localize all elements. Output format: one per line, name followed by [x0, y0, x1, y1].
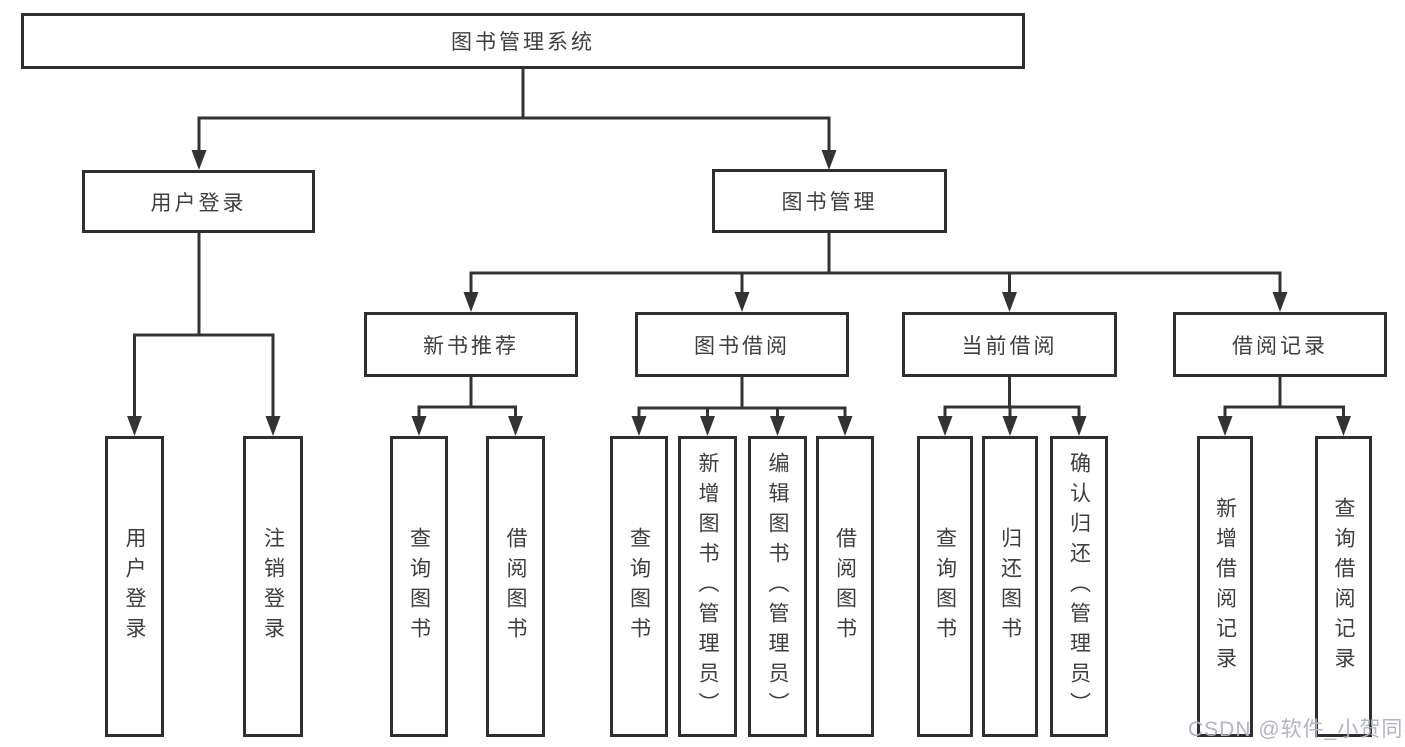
- node-user-login: 用户登录: [82, 170, 315, 233]
- node-book-management-label: 图书管理: [781, 191, 878, 214]
- leaf-user-login-label: 用户登录: [123, 526, 146, 647]
- leaf-current-confirm-return-admin-label: 确认归还（管理员）: [1067, 451, 1091, 722]
- leaf-recommend-borrow-books-label: 借阅图书: [504, 526, 527, 647]
- node-book-borrowing-label: 图书借阅: [694, 334, 790, 358]
- leaf-borrowing-borrow-books: 借阅图书: [816, 436, 874, 737]
- node-current-borrowing-label: 当前借阅: [961, 334, 1058, 358]
- leaf-borrowing-borrow-books-label: 借阅图书: [833, 526, 857, 647]
- node-current-borrowing: 当前借阅: [902, 312, 1117, 377]
- leaf-records-query-record: 查询借阅记录: [1315, 436, 1372, 737]
- leaf-records-add-record: 新增借阅记录: [1197, 436, 1253, 737]
- leaf-borrowing-query-books-label: 查询图书: [627, 526, 651, 647]
- node-book-borrowing: 图书借阅: [635, 312, 849, 377]
- node-user-login-label: 用户登录: [150, 191, 247, 215]
- node-new-book-recommend-label: 新书推荐: [423, 334, 519, 358]
- leaf-borrowing-edit-books-admin: 编辑图书（管理员）: [748, 436, 807, 737]
- leaf-borrowing-query-books: 查询图书: [610, 436, 668, 737]
- leaf-logout: 注销登录: [243, 436, 303, 737]
- leaf-current-return-books: 归还图书: [982, 436, 1038, 737]
- leaf-borrowing-edit-books-admin-label: 编辑图书（管理员）: [766, 451, 789, 722]
- node-borrowing-records: 借阅记录: [1173, 312, 1387, 377]
- leaf-user-login: 用户登录: [105, 436, 164, 737]
- leaf-borrowing-add-books-admin-label: 新增图书（管理员）: [696, 451, 719, 722]
- leaf-records-add-record-label: 新增借阅记录: [1213, 496, 1237, 677]
- node-book-management: 图书管理: [712, 169, 947, 233]
- watermark: CSDN @软件_小贺同学: [1188, 718, 1405, 741]
- node-root-label: 图书管理系统: [451, 31, 595, 54]
- leaf-current-query-books: 查询图书: [917, 436, 973, 737]
- leaf-records-query-record-label: 查询借阅记录: [1332, 496, 1355, 677]
- leaf-current-return-books-label: 归还图书: [998, 526, 1022, 647]
- leaf-recommend-query-books-label: 查询图书: [407, 526, 431, 647]
- node-new-book-recommend: 新书推荐: [364, 312, 578, 377]
- leaf-current-query-books-label: 查询图书: [933, 526, 957, 647]
- leaf-current-confirm-return-admin: 确认归还（管理员）: [1050, 436, 1108, 737]
- node-root: 图书管理系统: [21, 13, 1025, 69]
- leaf-recommend-borrow-books: 借阅图书: [486, 436, 545, 737]
- leaf-logout-label: 注销登录: [261, 526, 285, 647]
- leaf-borrowing-add-books-admin: 新增图书（管理员）: [678, 436, 737, 737]
- leaf-recommend-query-books: 查询图书: [390, 436, 448, 737]
- node-borrowing-records-label: 借阅记录: [1232, 334, 1328, 358]
